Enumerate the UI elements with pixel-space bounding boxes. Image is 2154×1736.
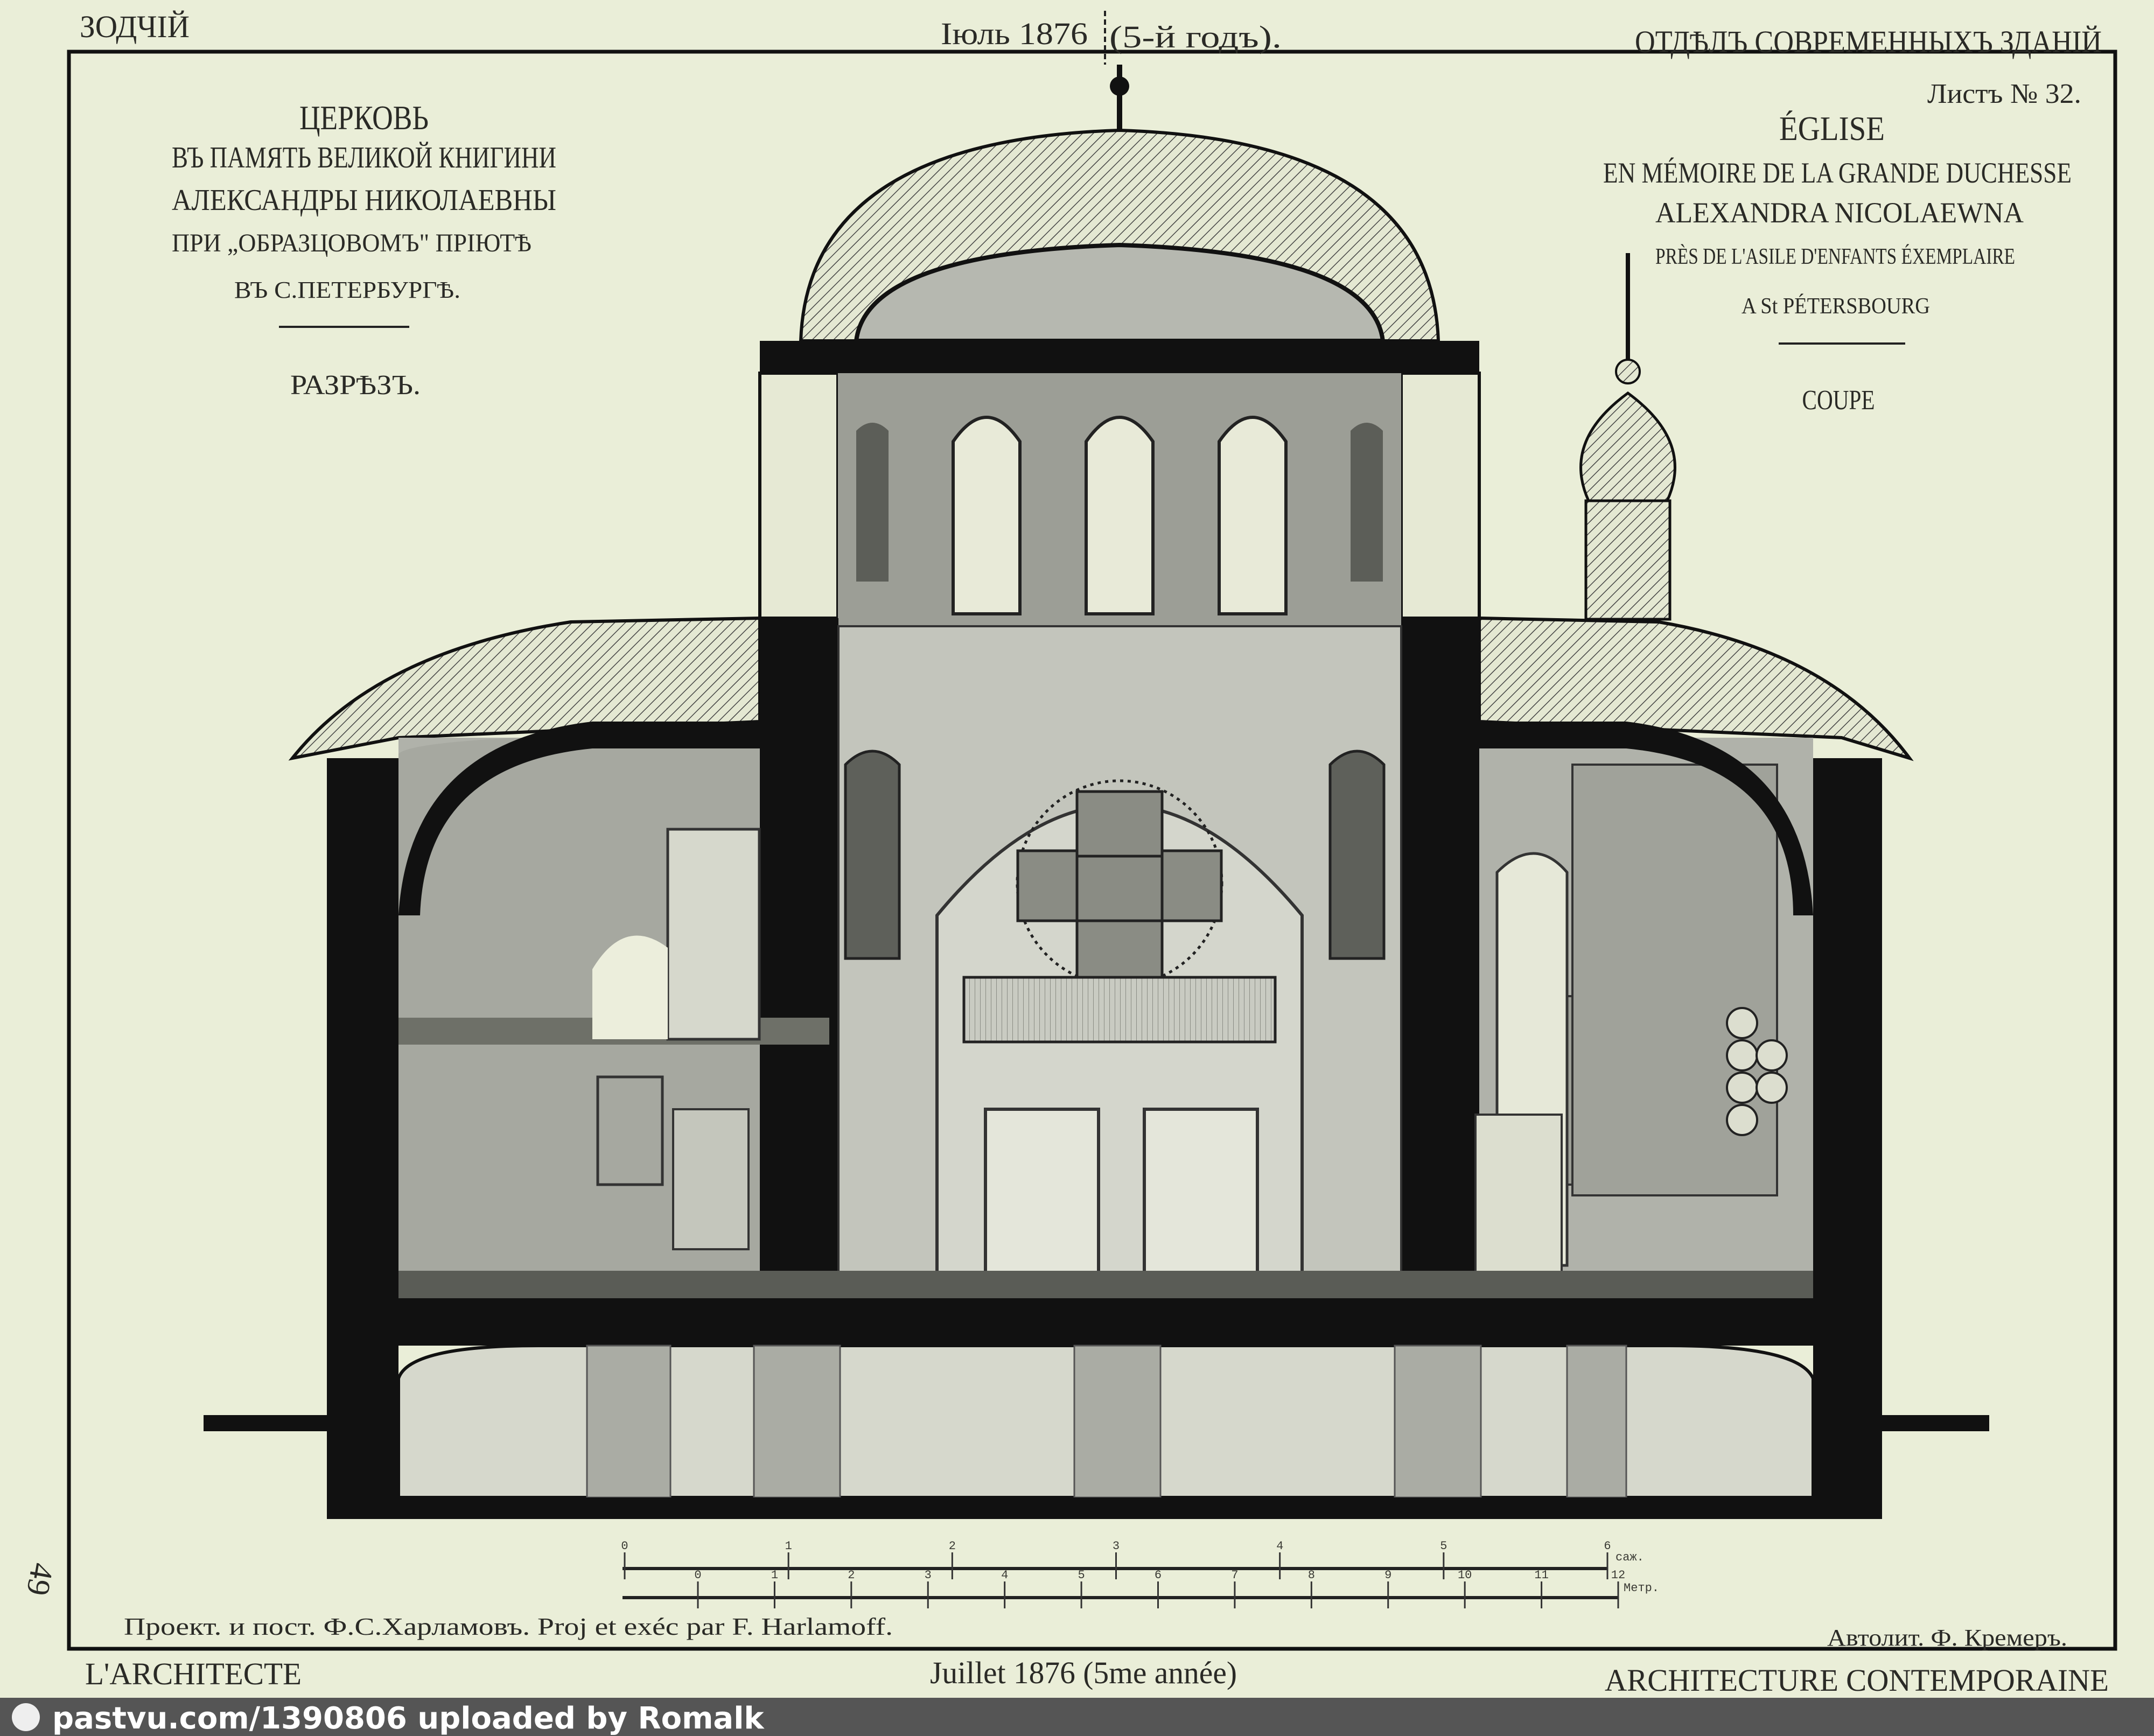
scale-tick-label: 4: [1276, 1539, 1283, 1553]
scale-tick-label: 0: [694, 1569, 701, 1582]
left-wall: [327, 758, 398, 1497]
scale-tick-label: 3: [925, 1569, 932, 1582]
title-ru-line5: ВЪ С.ПЕТЕРБУРГѢ.: [234, 277, 460, 303]
right-wall: [1813, 758, 1882, 1497]
right-door: [1143, 1108, 1259, 1300]
scale-tick-label: 9: [1384, 1569, 1391, 1582]
side-altar: [1571, 764, 1778, 1196]
title-ru-line1: ЦЕРКОВЬ: [299, 99, 429, 137]
scale-tick-label: 5: [1440, 1539, 1447, 1553]
watermark-bar: [0, 1698, 2154, 1736]
right-pylon: [1401, 618, 1479, 1298]
title-fr-line4: PRÈS DE L'ASILE D'ENFANTS ÉXEMPLAIRE: [1655, 244, 2015, 269]
ground-line-right: [1852, 1415, 1989, 1431]
scale-tick-label: 8: [1308, 1569, 1315, 1582]
scale-tick-label: 6: [1604, 1539, 1611, 1553]
church-section: [204, 65, 1989, 1519]
drum-left-pier: [758, 372, 840, 620]
title-fr-line1: ÉGLISE: [1779, 109, 1885, 148]
lithographer-credit: Автолит. Ф. Кремеръ.: [1827, 1625, 2067, 1651]
date-fr: Juillet 1876 (5me année): [930, 1655, 1237, 1690]
scale-tick-label: 1: [771, 1569, 778, 1582]
sheet-number: Листъ № 32.: [1927, 79, 2081, 109]
left-pylon: [760, 618, 838, 1298]
pastvu-logo-icon: [12, 1703, 40, 1731]
title-ru-line4: ПРИ „ОБРАЗЦОВОМЪ" ПРІЮТѢ: [172, 229, 531, 257]
scale-tick-label: 7: [1231, 1569, 1238, 1582]
scale-tick-label: 12: [1611, 1569, 1625, 1582]
date-ru: Іюль 1876: [941, 16, 1088, 51]
floor-slab: [398, 1298, 1813, 1319]
journal-title-fr: L'ARCHITECTE: [85, 1656, 302, 1691]
scale-top-ticks: 0 1 2 3 4 5 6: [621, 1539, 1611, 1579]
view-label-ru: РАЗРѢЗЪ.: [290, 370, 421, 401]
margin-note: 49: [20, 1560, 60, 1599]
title-fr-line3: ALEXANDRA NICOLAEWNA: [1655, 197, 2024, 229]
scale-tick-label: 10: [1458, 1569, 1472, 1582]
bell-cupola: [1579, 253, 1676, 621]
title-ru-line3: АЛЕКСАНДРЫ НИКОЛАЕВНЫ: [172, 184, 556, 217]
view-label-fr: COUPE: [1802, 385, 1875, 416]
drum-windows: [856, 416, 1383, 615]
scale-tick-label: 5: [1078, 1569, 1085, 1582]
journal-title-ru: ЗОДЧІЙ: [80, 9, 190, 44]
scale-tick-label: 2: [949, 1539, 956, 1553]
scale-tick-label: 6: [1155, 1569, 1162, 1582]
scale-tick-label: 2: [848, 1569, 855, 1582]
watermark-text: pastvu.com/1390806 uploaded by Romalk: [52, 1701, 765, 1736]
scale-top-unit: саж.: [1616, 1551, 1644, 1564]
left-door: [984, 1108, 1100, 1300]
year-ru: (5-й годъ).: [1109, 19, 1282, 54]
choir-balustrade: [962, 976, 1277, 1044]
title-fr-line5: A St PÉTERSBOURG: [1742, 293, 1930, 319]
scale-tick-label: 0: [621, 1539, 628, 1553]
dome-cross-finial: [1110, 76, 1129, 96]
title-ru-line2: ВЪ ПАМЯТЬ ВЕЛИКОЙ КНИГИНИ: [172, 141, 556, 174]
title-fr-line2: EN MÉMOIRE DE LA GRANDE DUCHESSE: [1603, 157, 2072, 189]
scale-tick-label: 4: [1001, 1569, 1008, 1582]
cross-icon-panel: [1016, 779, 1223, 987]
inner-dome: [854, 242, 1386, 343]
author-credit: Проект. и пост. Ф.С.Харламовъ. Proj et e…: [124, 1613, 893, 1640]
scale-bottom-unit: Метр.: [1624, 1581, 1659, 1595]
drum-right-pier: [1400, 372, 1481, 620]
icon-niche-left: [844, 750, 901, 960]
sheet-border: [67, 50, 2117, 1651]
scale-tick-label: 11: [1534, 1569, 1548, 1582]
section-fr: ARCHITECTURE CONTEMPORAINE: [1605, 1663, 2109, 1698]
foundation: [327, 1497, 1882, 1519]
scale-tick-label: 1: [785, 1539, 792, 1553]
section-ru: ОТДѢЛЪ СОВРЕМЕННЫХЪ ЗДАНІЙ: [1635, 24, 2102, 59]
ground-line-left: [204, 1415, 360, 1431]
icon-niche-right: [1328, 750, 1386, 960]
scale-tick-label: 3: [1113, 1539, 1120, 1553]
